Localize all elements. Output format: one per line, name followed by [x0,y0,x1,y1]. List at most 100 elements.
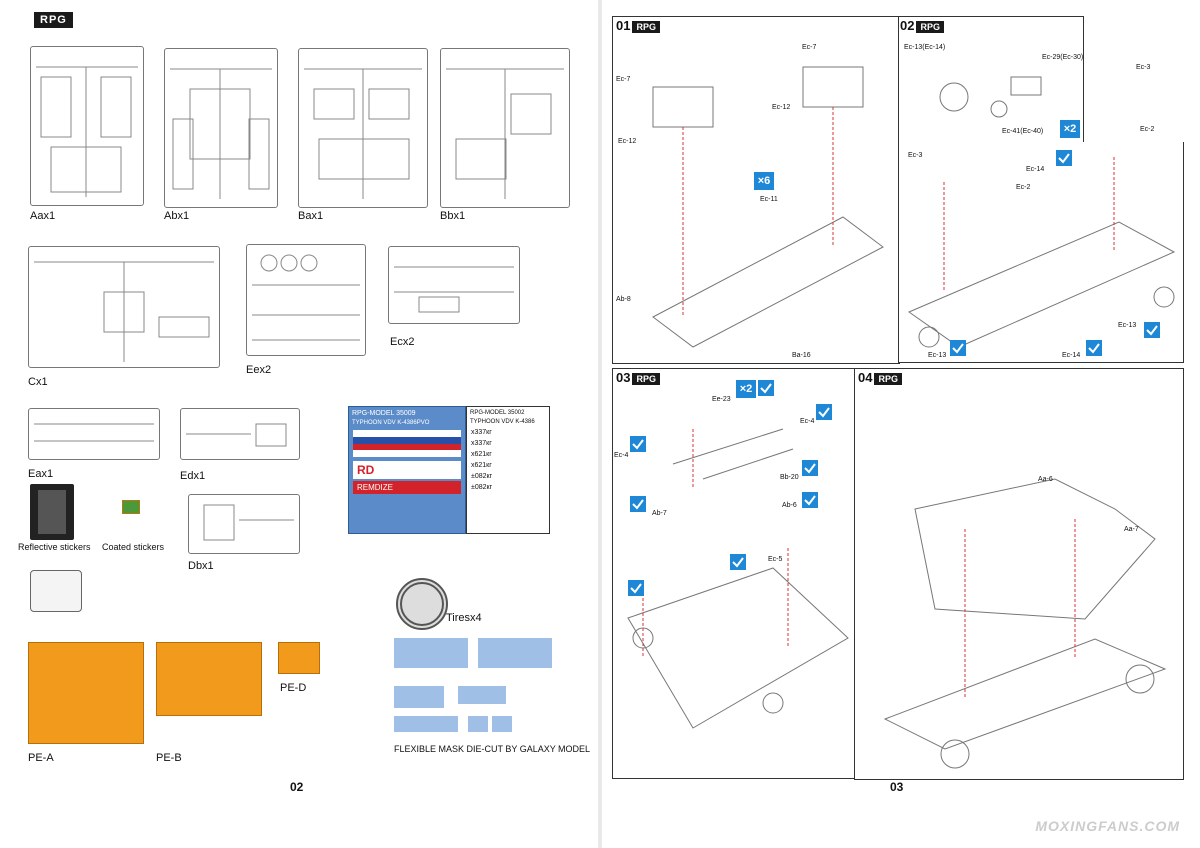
part-callout: Ec-13 [928,352,947,359]
check-icon [802,460,818,476]
part-callout: Aa-6 [1038,476,1053,483]
page-number: 03 [890,780,904,794]
sprue-frame [164,48,278,208]
decal-header: RPG-MODEL 35009 [352,410,416,417]
sprue-label: Cx1 [28,376,48,388]
decal-row: x337кг [471,429,492,436]
sprue-label: Dbx1 [188,560,214,572]
brand-logo: RPG [34,12,73,28]
check-icon [1086,340,1102,356]
check-icon [758,380,774,396]
part-callout: Ec-2 [1016,184,1031,191]
tires-label: Tiresx4 [446,612,482,624]
decal-row: x621кг [471,451,492,458]
step-panel [898,142,1184,363]
step-panel [612,16,900,364]
decal-row: ±082кг [471,473,493,480]
mask-piece [458,686,506,704]
check-icon [1056,150,1072,166]
part-callout: Bb-20 [780,474,799,481]
left-page: RPG Aax1 Abx1 Bax1 Bbx1 Cx1 [0,0,598,848]
part-callout: Ec-4 [800,418,815,425]
decal-text: REMDIZE [353,481,461,494]
sprue-label: Eex2 [246,364,272,376]
sprue-frame [188,494,300,554]
part-callout: Ec-3 [908,152,923,159]
photo-etch-label: PE-B [156,752,182,764]
multiplier-badge: ×2 [1060,120,1080,138]
decal-row: x337кг [471,440,492,447]
check-icon [802,492,818,508]
part-callout: Ec-13(Ec-14) [904,44,946,51]
multiplier-badge: ×2 [736,380,756,398]
photo-etch-fret [278,642,320,674]
check-icon [630,436,646,452]
part-callout: Ab-7 [652,510,667,517]
decal-header: RPG-MODEL 35002 [470,410,525,416]
decal-subtitle: TYPHOON VDV K-4386PVO [352,420,430,426]
sprue-frame [28,408,160,460]
step-panel [898,16,1084,144]
part-callout: Ec-5 [768,556,783,563]
step-panel [854,368,1184,780]
sprue-frame [440,48,570,208]
part-callout: Ee-23 [712,396,731,403]
mask-piece [468,716,488,732]
multiplier-badge: ×6 [754,172,774,190]
part-callout: Aa-7 [1124,526,1139,533]
check-icon [1144,322,1160,338]
part-callout: Ec-12 [772,104,791,111]
decal-sheet-35009: RPG-MODEL 35009 TYPHOON VDV K-4386PVO RD… [348,406,466,534]
mask-piece [394,686,444,708]
sprue-label: Abx1 [164,210,190,222]
decal-row: x621кг [471,462,492,469]
part-callout: Ec-29(Ec-30) [1042,54,1084,61]
reflective-stickers-label: Reflective stickers [18,542,91,552]
sprue-label: Edx1 [180,470,206,482]
tire-image [396,578,448,630]
decal-sheet-35002: RPG-MODEL 35002 TYPHOON VDV K-4386 x337к… [466,406,550,534]
photo-etch-label: PE-A [28,752,54,764]
mask-caption: FLEXIBLE MASK DIE-CUT BY GALAXY MODEL [394,744,591,754]
sprue-frame [28,246,220,368]
mask-piece [492,716,512,732]
part-callout: Ec-7 [616,76,631,83]
sprue-frame [388,246,520,324]
check-icon [628,580,644,596]
part-callout: Ba-16 [792,352,811,359]
small-part [30,570,82,612]
sprue-frame [180,408,300,460]
check-icon [816,404,832,420]
part-callout: Ec-2 [1140,126,1155,133]
reflective-stickers [30,484,74,540]
part-callout: Ec-4 [614,452,629,459]
step-panel [612,368,856,530]
part-callout: Ec-7 [802,44,817,51]
part-callout: Ec-12 [618,138,637,145]
mask-piece [394,638,468,668]
decal-subtitle: TYPHOON VDV K-4386 [470,419,535,425]
decal-row: ±082кг [471,484,493,491]
part-callout: Ab-6 [782,502,797,509]
coated-stickers-label: Coated stickers [102,542,165,552]
sprue-label: Ecx2 [390,336,415,348]
photo-etch-label: PE-D [280,682,307,694]
part-callout: Ec-14 [1062,352,1081,359]
watermark: MOXINGFANS.COM [1035,818,1180,834]
coated-stickers [122,500,140,514]
check-icon [950,340,966,356]
page-number: 02 [290,780,304,794]
sprue-label: Bax1 [298,210,324,222]
check-icon [730,554,746,570]
photo-etch-fret [156,642,262,716]
part-callout: Ec-13 [1118,322,1137,329]
sprue-frame [30,46,144,206]
mask-piece [478,638,552,668]
sprue-label: Eax1 [28,468,54,480]
photo-etch-fret [28,642,144,744]
